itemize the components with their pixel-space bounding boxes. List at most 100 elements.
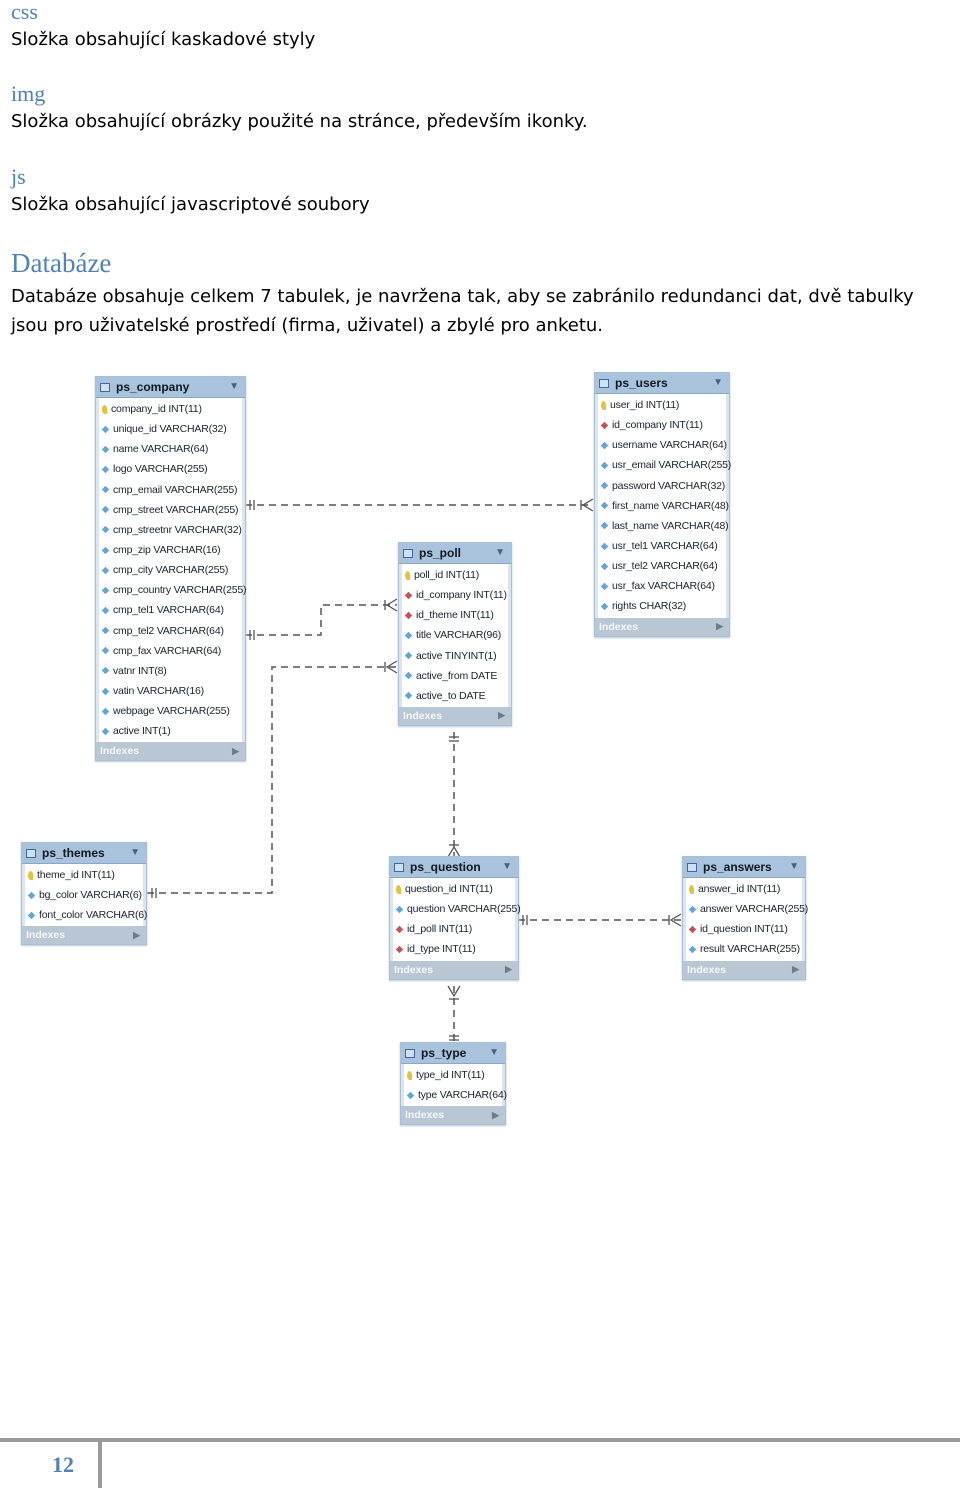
column-row[interactable]: font_color VARCHAR(6) <box>25 905 147 925</box>
indexes-bar[interactable]: Indexes▶ <box>399 706 511 725</box>
column-label: cmp_streetnr VARCHAR(32) <box>113 523 242 536</box>
column-row[interactable]: result VARCHAR(255) <box>686 939 802 959</box>
chevron-down-icon[interactable]: ▼ <box>495 547 505 558</box>
table-header[interactable]: ps_themes ▼ <box>22 843 146 864</box>
table-name: ps_themes <box>42 846 105 860</box>
column-row[interactable]: active_from DATE <box>402 666 508 686</box>
column-icon <box>404 651 413 660</box>
column-row[interactable]: usr_tel1 VARCHAR(64) <box>598 536 726 556</box>
column-label: question_id INT(11) <box>405 883 493 896</box>
column-row[interactable]: cmp_email VARCHAR(255) <box>99 480 242 500</box>
table-ps-question[interactable]: ps_question▼ question_id INT(11) question … <box>389 856 521 980</box>
indexes-bar[interactable]: Indexes▶ <box>595 617 729 636</box>
column-row[interactable]: vatin VARCHAR(16) <box>99 681 242 701</box>
column-row[interactable]: bg_color VARCHAR(6) <box>25 885 143 905</box>
table-header[interactable]: ps_type▼ <box>401 1043 505 1064</box>
table-header[interactable]: ps_answers▼ <box>683 857 805 878</box>
column-icon <box>101 566 110 574</box>
column-row[interactable]: id_company INT(11) <box>598 415 726 435</box>
column-row[interactable]: cmp_city VARCHAR(255) <box>99 560 242 580</box>
column-row[interactable]: cmp_zip VARCHAR(16) <box>99 540 242 560</box>
column-row[interactable]: usr_tel2 VARCHAR(64) <box>598 556 726 576</box>
column-row[interactable]: logo VARCHAR(255) <box>99 459 242 479</box>
expand-arrow-icon[interactable]: ▶ <box>716 621 723 632</box>
expand-arrow-icon[interactable]: ▶ <box>498 710 505 721</box>
column-label: first_name VARCHAR(48) <box>612 499 729 512</box>
column-row[interactable]: vatnr INT(8) <box>99 661 242 681</box>
column-row[interactable]: active INT(1) <box>99 721 242 741</box>
column-label: company_id INT(11) <box>111 403 202 416</box>
column-row[interactable]: cmp_country VARCHAR(255) <box>99 580 247 600</box>
expand-arrow-icon[interactable]: ▶ <box>133 929 140 940</box>
column-row[interactable]: rights CHAR(32) <box>598 596 726 616</box>
table-ps-poll[interactable]: ps_poll▼poll_id INT(11) id_company INT(11… <box>398 542 512 726</box>
table-ps-company[interactable]: ps_company▼ company_id INT(11) unique_id V… <box>95 376 247 762</box>
column-row[interactable]: id_poll INT(11) <box>393 919 515 939</box>
chevron-down-icon[interactable]: ▼ <box>130 847 140 858</box>
table-header[interactable]: ps_company▼ <box>96 377 245 398</box>
indexes-bar[interactable]: Indexes▶ <box>683 960 805 979</box>
indexes-bar[interactable]: Indexes▶ <box>22 926 146 945</box>
column-row[interactable]: unique_id VARCHAR(32) <box>99 419 242 439</box>
indexes-bar[interactable]: Indexes▶ <box>401 1106 505 1125</box>
column-row[interactable]: username VARCHAR(64) <box>598 435 727 455</box>
column-row[interactable]: usr_email VARCHAR(255) <box>598 455 731 475</box>
column-list: answer_id INT(11)answer VARCHAR(255)id_q… <box>686 878 808 961</box>
column-row[interactable]: id_theme INT(11) <box>402 605 508 625</box>
column-row[interactable]: active_to DATE <box>402 686 508 706</box>
column-label: id_company INT(11) <box>416 589 507 602</box>
column-row[interactable]: cmp_tel2 VARCHAR(64) <box>99 621 242 641</box>
column-row[interactable]: name VARCHAR(64) <box>99 439 242 459</box>
expand-arrow-icon[interactable]: ▶ <box>232 745 239 756</box>
column-label: id_company INT(11) <box>612 419 703 432</box>
column-row[interactable]: type VARCHAR(64) <box>404 1085 507 1105</box>
column-label: cmp_country VARCHAR(255) <box>113 584 247 597</box>
table-header[interactable]: ps_users▼ <box>595 373 729 394</box>
column-label: id_type INT(11) <box>407 943 476 956</box>
column-row[interactable]: poll_id INT(11) <box>402 565 508 585</box>
column-row[interactable]: last_name VARCHAR(48) <box>598 516 729 536</box>
column-row[interactable]: usr_fax VARCHAR(64) <box>598 576 726 596</box>
table-ps-themes[interactable]: ps_themes ▼ theme_id INT(11)bg_color VARCH… <box>21 842 147 946</box>
chevron-down-icon[interactable]: ▼ <box>502 861 512 872</box>
column-row[interactable]: cmp_tel1 VARCHAR(64) <box>99 600 242 620</box>
column-icon <box>600 502 609 510</box>
indexes-bar[interactable]: Indexes▶ <box>390 960 518 979</box>
table-header[interactable]: ps_question▼ <box>390 857 518 878</box>
column-row[interactable]: cmp_fax VARCHAR(64) <box>99 641 242 661</box>
column-row[interactable]: cmp_street VARCHAR(255) <box>99 500 242 520</box>
column-row[interactable]: title VARCHAR(96) <box>402 625 508 645</box>
chevron-down-icon[interactable]: ▼ <box>789 861 799 872</box>
column-row[interactable]: answer_id INT(11) <box>686 879 802 899</box>
column-row[interactable]: question_id INT(11) <box>393 879 515 899</box>
column-row[interactable]: theme_id INT(11) <box>25 865 143 885</box>
table-header[interactable]: ps_poll▼ <box>399 543 511 564</box>
column-row[interactable]: id_company INT(11) <box>402 585 508 605</box>
column-row[interactable]: question VARCHAR(255) <box>393 899 521 919</box>
table-ps-answers[interactable]: ps_answers▼answer_id INT(11)answer VARCH… <box>682 856 808 980</box>
expand-arrow-icon[interactable]: ▶ <box>505 964 512 975</box>
column-row[interactable]: type_id INT(11) <box>404 1065 502 1085</box>
column-row[interactable]: first_name VARCHAR(48) <box>598 496 729 516</box>
column-row[interactable]: active TINYINT(1) <box>402 646 508 666</box>
column-row[interactable]: id_question INT(11) <box>686 919 802 939</box>
column-row[interactable]: company_id INT(11) <box>99 399 242 419</box>
column-row[interactable]: id_type INT(11) <box>393 939 515 959</box>
chevron-down-icon[interactable]: ▼ <box>713 377 723 388</box>
table-ps-users[interactable]: ps_users▼user_id INT(11) id_company INT(1… <box>594 372 731 637</box>
expand-arrow-icon[interactable]: ▶ <box>492 1109 499 1120</box>
table-icon <box>599 378 609 388</box>
column-row[interactable]: answer VARCHAR(255) <box>686 899 808 919</box>
expand-arrow-icon[interactable]: ▶ <box>792 964 799 975</box>
column-icon <box>600 481 609 490</box>
column-row[interactable]: cmp_streetnr VARCHAR(32) <box>99 520 242 540</box>
table-ps-type[interactable]: ps_type▼type_id INT(11)type VARCHAR(64)I… <box>400 1042 507 1126</box>
chevron-down-icon[interactable]: ▼ <box>229 381 239 392</box>
chevron-down-icon[interactable]: ▼ <box>489 1047 499 1058</box>
column-row[interactable]: webpage VARCHAR(255) <box>99 701 242 721</box>
indexes-bar[interactable]: Indexes▶ <box>96 742 245 761</box>
table-icon <box>394 862 404 872</box>
column-list: question_id INT(11) question VARCHAR(255)… <box>393 878 521 961</box>
column-row[interactable]: password VARCHAR(32) <box>598 476 726 496</box>
column-row[interactable]: user_id INT(11) <box>598 395 726 415</box>
